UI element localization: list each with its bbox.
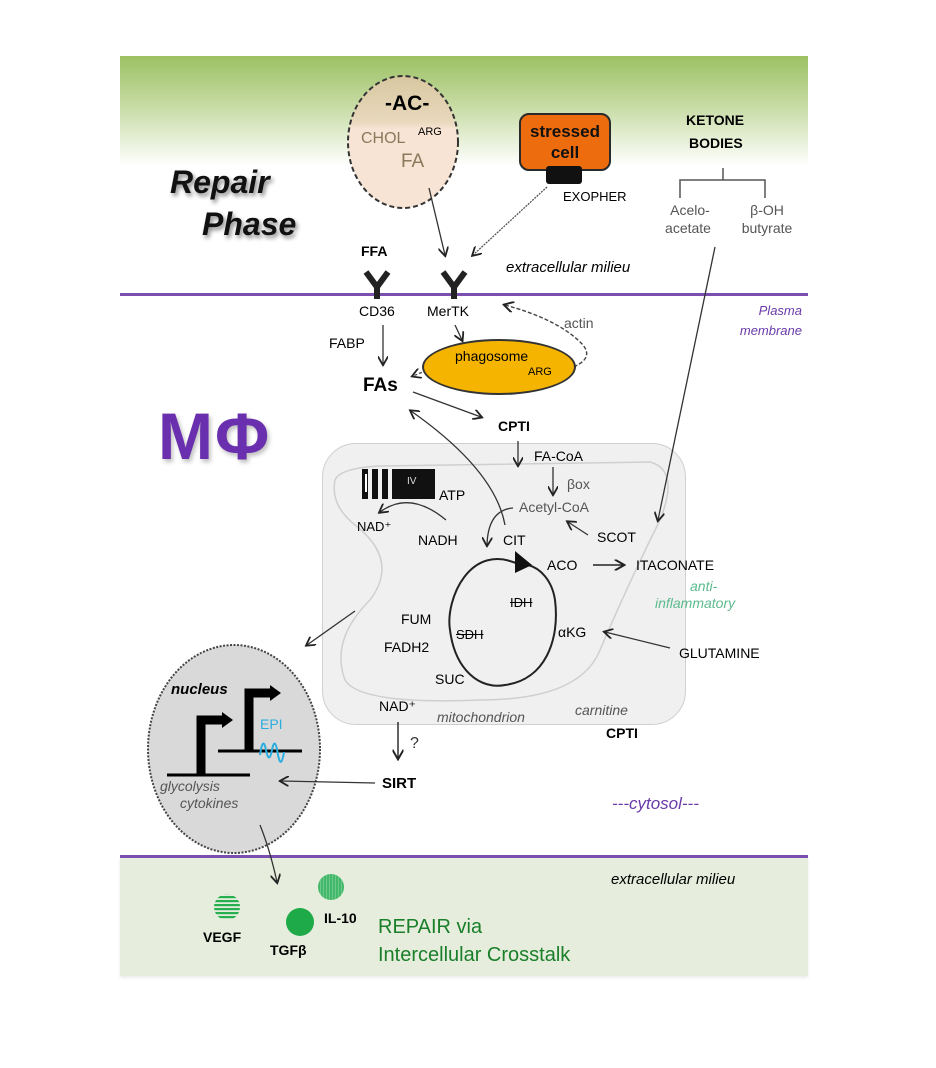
stressed-cell: stressed cell: [519, 113, 611, 171]
mitochondrion-label: mitochondrion: [437, 709, 525, 725]
plasma-membrane-line1: Plasma: [758, 303, 802, 318]
plasma-membrane-top: [120, 293, 808, 296]
ketone-title-line2: BODIES: [689, 135, 743, 151]
anti-inflammatory-line2: inflammatory: [655, 595, 736, 611]
cit-label: CIT: [503, 532, 526, 548]
fum-label: FUM: [401, 611, 432, 627]
suc-label: SUC: [435, 671, 465, 687]
epigenetic-wave-icon: [259, 742, 285, 763]
cytokines-label: cytokines: [180, 795, 239, 811]
hydroxybutyrate-line1: β-OH: [750, 202, 784, 218]
hydroxybutyrate-line2: butyrate: [741, 220, 793, 236]
macrophage-label: MΦ: [158, 399, 272, 473]
actin-label: actin: [564, 315, 594, 331]
glutamine-label: GLUTAMINE: [679, 645, 760, 661]
complex-iv: [362, 469, 435, 499]
question-mark: ?: [410, 735, 419, 752]
stressed-cell-line1: stressed: [530, 122, 600, 141]
ac-arg: ARG: [418, 126, 442, 138]
extracellular-bottom-label: extracellular milieu: [611, 871, 736, 888]
ketone-title-line1: KETONE: [686, 112, 745, 128]
plasma-membrane-line2: membrane: [739, 323, 802, 338]
tca-cycle: [448, 558, 557, 687]
nad-plus-label: NAD⁺: [357, 519, 392, 534]
extracellular-top-label: extracellular milieu: [506, 259, 631, 276]
atp-label: ATP: [439, 487, 466, 503]
fas-label: FAs: [363, 375, 398, 396]
tca-arrowhead: [515, 551, 532, 573]
phase-title-line1: Repair: [170, 164, 270, 200]
vegf-icon: [214, 894, 240, 920]
fadh2-label: FADH2: [384, 639, 430, 655]
repair-text-line2: Intercellular Crosstalk: [378, 944, 571, 966]
mertk-label: MerTK: [427, 303, 469, 319]
ac-label: -AC-: [385, 92, 430, 115]
fa-coa-label: FA-CoA: [534, 448, 584, 464]
itaconate-label: ITACONATE: [636, 557, 715, 573]
glycolysis-label: glycolysis: [160, 778, 220, 794]
vegf-label: VEGF: [203, 929, 242, 945]
nucleus: [147, 644, 321, 854]
nucleus-label: nucleus: [171, 681, 228, 698]
anti-inflammatory-line1: anti-: [690, 578, 718, 594]
phase-title-line2: Phase: [202, 206, 297, 242]
phagosome: [422, 339, 576, 395]
ac-fa: FA: [401, 151, 425, 172]
epi-label: EPI: [260, 716, 283, 732]
beta-ox-label: βox: [567, 476, 590, 492]
il10-icon: [318, 874, 344, 900]
stressed-cell-line2: cell: [550, 143, 580, 162]
nad-plus-out-label: NAD⁺: [379, 698, 416, 714]
extracellular-band-top: [120, 56, 808, 166]
cpti-top-label: CPTI: [498, 418, 530, 434]
cytosol-label: ---cytosol---: [612, 794, 699, 813]
acetyl-coa-label: Acetyl-CoA: [519, 499, 590, 515]
ac-chol: CHOL: [361, 130, 406, 147]
nadh-label: NADH: [418, 532, 458, 548]
gene-promoter-arrows: [167, 685, 302, 777]
tgfb-icon: [286, 908, 314, 936]
acetoacetate-line2: acetate: [665, 220, 711, 236]
ketone-bracket: [679, 168, 766, 198]
tgfb-label: TGFβ: [270, 942, 307, 958]
phagosome-label: phagosome: [455, 348, 529, 364]
exopher-icon: [546, 166, 582, 184]
idh-label: IDH: [510, 595, 533, 610]
phagosome-arg: ARG: [528, 366, 552, 378]
cpti-bottom-label: CPTI: [606, 725, 638, 741]
carnitine-label: carnitine: [575, 702, 628, 718]
sirt-label: SIRT: [382, 775, 417, 792]
cd36-label: CD36: [359, 303, 395, 319]
fabp-label: FABP: [329, 335, 365, 351]
il10-label: IL-10: [324, 910, 357, 926]
apoptotic-cell: [347, 75, 459, 209]
repair-text-line1: REPAIR via: [378, 916, 483, 938]
aco-label: ACO: [547, 557, 578, 573]
sdh-label: SDH: [456, 627, 484, 642]
acetoacetate-line1: Acelo-: [670, 202, 710, 218]
exopher-label: EXOPHER: [563, 189, 627, 204]
inner-mitochondrial-membrane: [333, 461, 669, 702]
complex-iv-label: IV: [407, 476, 417, 487]
cd36-receptor: [363, 270, 391, 299]
ffa-label: FFA: [361, 243, 388, 259]
plasma-membrane-bottom: [120, 855, 808, 858]
akg-label: αKG: [558, 624, 587, 640]
scot-label: SCOT: [597, 529, 636, 545]
mertk-receptor: [440, 270, 468, 299]
